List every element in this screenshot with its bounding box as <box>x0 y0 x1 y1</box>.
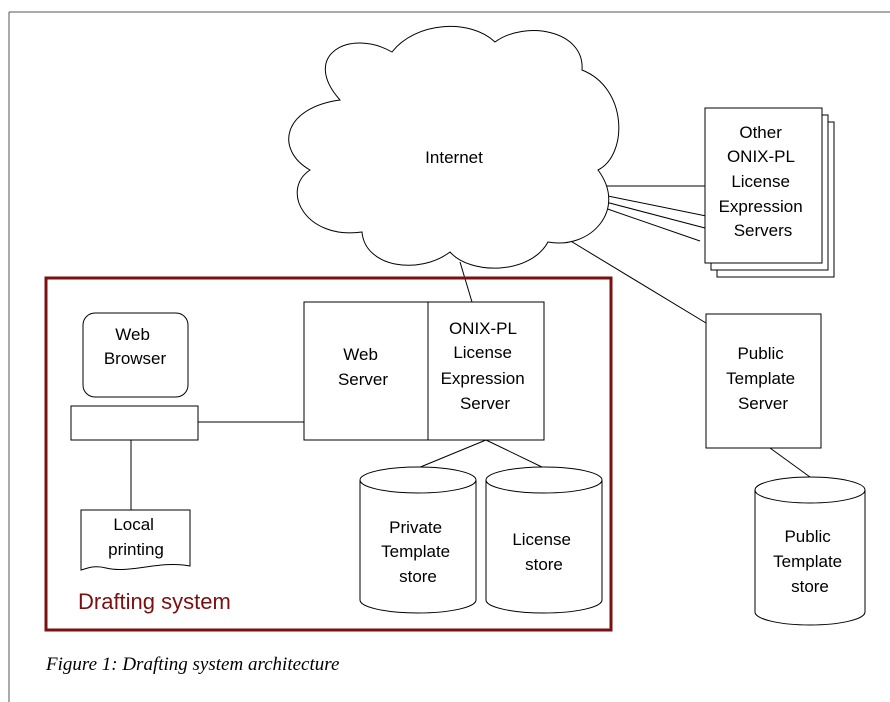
line-internet-public-server <box>563 236 707 324</box>
figure-caption: Figure 1: Drafting system architecture <box>45 654 339 675</box>
web-browser-monitor: Web Browser <box>70 312 199 441</box>
local-printing-label: Local printing <box>108 515 164 559</box>
line-internet-onix <box>459 261 473 303</box>
public-template-server-box: Public Template Server <box>705 313 822 449</box>
local-printing-document: Local printing <box>80 509 191 571</box>
line-onix-private <box>417 439 487 469</box>
private-template-store: Private Template store <box>359 466 477 614</box>
internet-cloud: Internet <box>288 25 620 269</box>
internet-label: Internet <box>425 148 483 167</box>
license-store: License store <box>485 466 603 614</box>
line-public-server-store <box>769 447 811 478</box>
onix-server-label: ONIX-PL License Expression Server <box>441 319 530 413</box>
line-onix-license <box>485 439 545 469</box>
line-internet-other-4 <box>595 204 701 242</box>
onix-server-box: ONIX-PL License Expression Server <box>427 301 545 441</box>
other-servers-label: Other ONIX-PL License Expression Servers <box>719 123 808 240</box>
public-template-store: Public Template store <box>754 476 866 626</box>
connection-lines <box>130 185 811 510</box>
web-server-box: Web Server <box>303 301 429 441</box>
license-store-label: License store <box>512 530 575 574</box>
public-server-label: Public Template Server <box>726 344 800 413</box>
line-internet-other-3 <box>597 199 706 229</box>
computer-base <box>70 405 199 441</box>
drafting-system-boundary <box>44 276 613 632</box>
private-store-label: Private Template store <box>381 518 455 586</box>
line-internet-other-2 <box>597 193 717 219</box>
public-store-label: Public Template store <box>773 527 847 596</box>
web-server-label: Web Server <box>338 345 388 389</box>
drafting-system-label: Drafting system <box>78 589 231 614</box>
other-servers-stack: Other ONIX-PL License Expression Servers <box>704 107 835 278</box>
stack-page-front <box>704 107 823 264</box>
monitor-screen <box>82 312 189 398</box>
web-browser-label: Web Browser <box>104 325 167 368</box>
